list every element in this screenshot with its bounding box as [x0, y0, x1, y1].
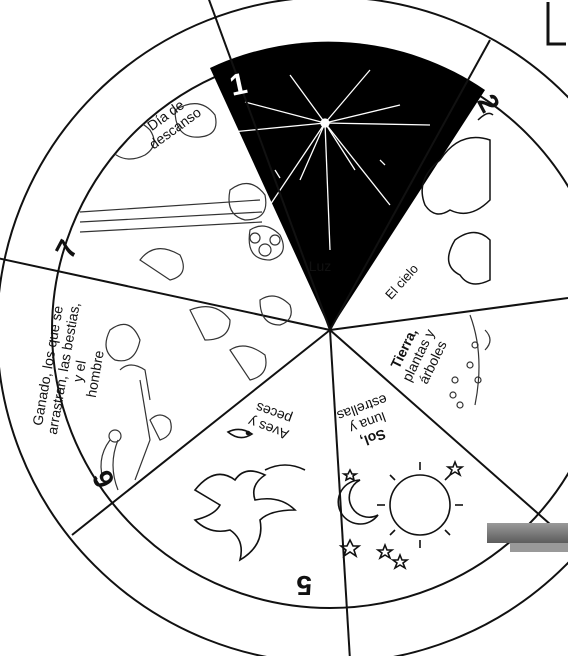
- label-luz: Luz: [309, 258, 332, 274]
- sector-number-5: 5: [296, 570, 312, 601]
- corner-bracket: [548, 2, 566, 44]
